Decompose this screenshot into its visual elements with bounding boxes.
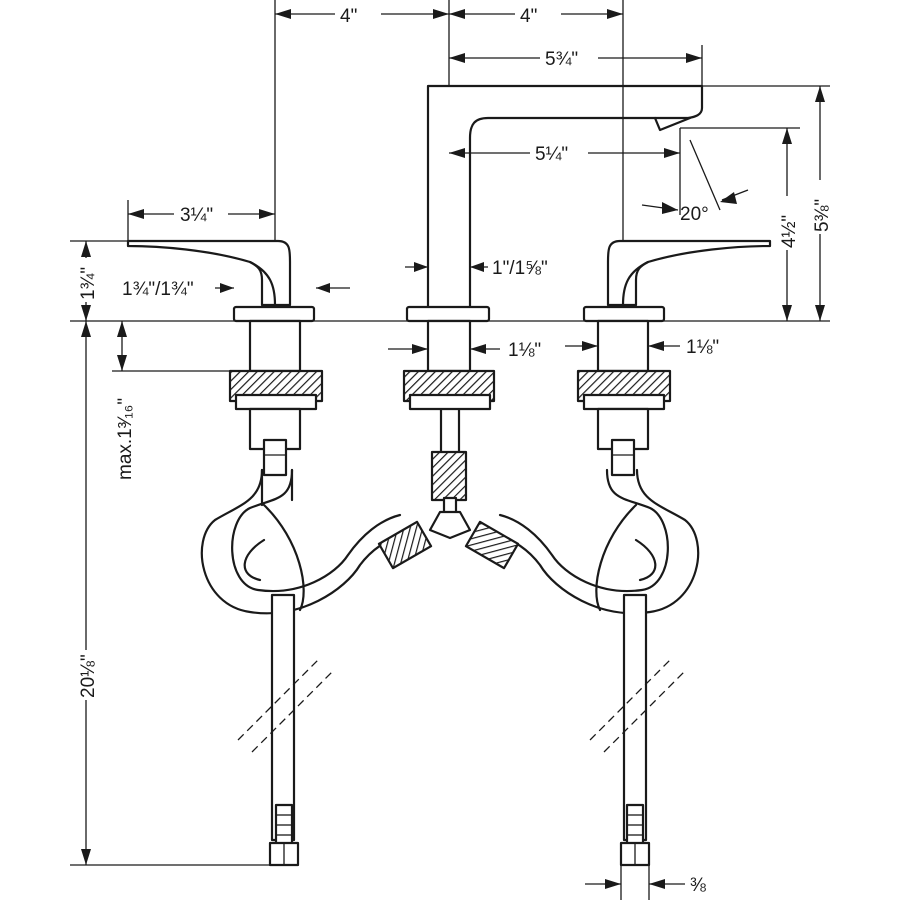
- break-lines: [237, 659, 685, 753]
- dimension-labels: 4" 4" 5¾" 5¼" 3¼" 1¾"/1¾" 1"/1⅝" 1⅛" 1⅛"…: [74, 2, 834, 896]
- right-hose-end-fitting: [619, 803, 651, 867]
- dim-label-total-height: 5⅜": [812, 199, 833, 232]
- dim-label-spout-reach: 5¾": [545, 49, 578, 70]
- left-hose-end-fitting: [268, 803, 300, 867]
- dim-label-center-to-spout: 4": [520, 6, 537, 27]
- left-hose: [200, 468, 412, 842]
- dim-label-max-deck-thickness: max.1³⁄₁₆": [115, 398, 136, 480]
- dim-label-hose-length: 20⅛": [78, 654, 99, 698]
- dim-label-handle-height: 1¾": [78, 267, 99, 300]
- dimension-lines: [70, 0, 830, 900]
- dim-label-handle-body-width: 1¾"/1¾": [122, 279, 194, 300]
- right-handle-valve: [576, 239, 772, 477]
- dim-label-handle-to-center: 4": [340, 6, 357, 27]
- center-supply-connector: [377, 403, 520, 570]
- dim-label-outlet-angle: 20°: [680, 204, 709, 225]
- dim-label-right-shank: 1⅛": [686, 337, 719, 358]
- spout: [402, 84, 704, 411]
- dim-label-outlet-height: 4½": [779, 215, 800, 248]
- right-hose: [488, 468, 700, 842]
- dim-label-center-shank: 1⅛": [508, 340, 541, 361]
- dim-label-connection-size: ⅜: [690, 875, 706, 896]
- left-handle-valve: [126, 239, 324, 477]
- dim-label-spout-body-width: 1"/1⅝": [492, 258, 548, 279]
- dim-label-handle-length: 3¼": [180, 205, 213, 226]
- dim-label-spout-reach-inner: 5¼": [535, 144, 568, 165]
